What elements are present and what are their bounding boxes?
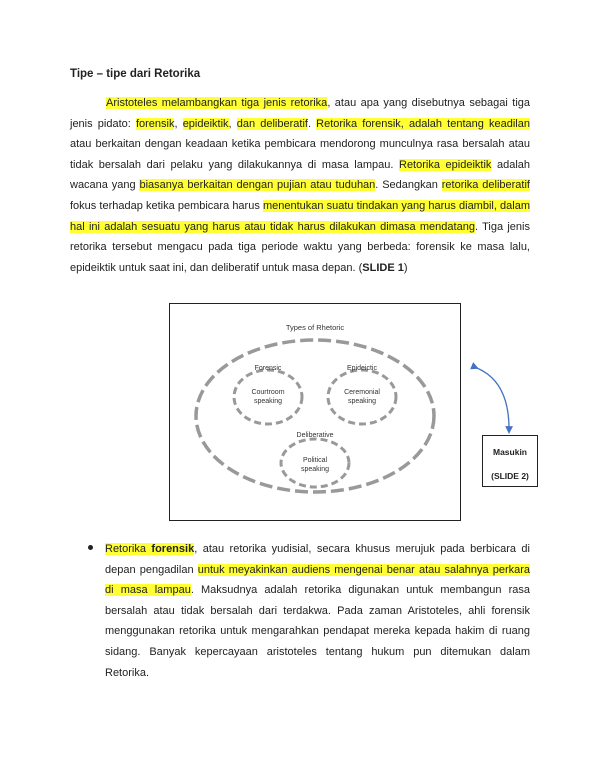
note-box: Masukin (SLIDE 2) bbox=[482, 435, 538, 487]
forensic-inner-text: Courtroom bbox=[251, 389, 284, 396]
body-text: adalah wacana yang bbox=[70, 158, 530, 192]
highlight-text: dan deliberatif bbox=[236, 117, 308, 130]
epideictic-ellipse bbox=[326, 368, 398, 426]
highlight-text: Retorika forensik, adalah tentang keadil… bbox=[316, 117, 530, 130]
highlight-text: Aristoteles melambangkan tiga jenis reto… bbox=[106, 97, 328, 109]
section-heading: Tipe – tipe dari Retorika bbox=[70, 68, 201, 80]
body-text: , bbox=[228, 117, 237, 130]
highlight-text: Retorika bbox=[105, 543, 152, 555]
body-text: . Tiga jenis retorika tersebut mengacu p… bbox=[70, 220, 530, 274]
bullet-dot-icon bbox=[88, 545, 93, 550]
note-line: Masukin bbox=[492, 447, 527, 457]
epideictic-inner-text: speaking bbox=[348, 398, 376, 405]
body-text: , atau retorika yudisial, secara khusus … bbox=[105, 543, 530, 576]
outer-ellipse bbox=[194, 338, 436, 494]
figure-title: Types of Rhetoric bbox=[286, 323, 345, 332]
deliberative-ellipse bbox=[279, 437, 351, 489]
bullet-item-forensic: Retorika forensik, atau retorika yudisia… bbox=[105, 539, 531, 683]
deliberative-inner-text: speaking bbox=[301, 466, 329, 473]
highlight-text: biasanya berkaitan dengan pujian atau tu… bbox=[139, 179, 376, 192]
body-text: . Maksudnya adalah retorika digunakan un… bbox=[105, 584, 530, 679]
body-text: ) bbox=[403, 261, 408, 274]
body-text: . bbox=[307, 117, 317, 130]
body-text: . Sedangkan bbox=[375, 179, 442, 192]
connector-arrow bbox=[470, 362, 514, 434]
highlight-text: epideiktik bbox=[182, 117, 229, 130]
forensic-label: Forensic bbox=[255, 365, 282, 372]
rhetoric-diagram: Types of Rhetoric Forensic Courtroom spe… bbox=[194, 323, 436, 494]
double-arrow-icon bbox=[470, 362, 514, 434]
body-text: atau berkaitan dengan keadaan ketika pem… bbox=[70, 138, 530, 171]
highlight-text: forensik bbox=[135, 117, 175, 130]
rhetoric-types-figure: Types of Rhetoric Forensic Courtroom spe… bbox=[169, 303, 461, 521]
intro-paragraph: Aristoteles melambangkan tiga jenis reto… bbox=[70, 93, 530, 278]
note-line: (SLIDE 2) bbox=[491, 471, 529, 481]
body-text: fokus terhadap ketika pembicara harus bbox=[70, 199, 263, 212]
slide-reference: SLIDE 1 bbox=[362, 261, 404, 274]
forensic-inner-text: speaking bbox=[254, 398, 282, 405]
forensic-ellipse bbox=[232, 368, 304, 426]
highlight-text: Retorika epideiktik bbox=[399, 158, 492, 171]
deliberative-label: Deliberative bbox=[297, 432, 334, 439]
epideictic-inner-text: Ceremonial bbox=[344, 389, 380, 396]
highlight-bold-text: forensik bbox=[151, 543, 195, 555]
deliberative-inner-text: Political bbox=[303, 457, 328, 464]
body-text: , atau apa yang disebutnya sebagai tiga … bbox=[70, 97, 531, 130]
epideictic-label: Epideictic bbox=[347, 365, 377, 372]
highlight-text: retorika deliberatif bbox=[441, 179, 530, 192]
body-text: , bbox=[174, 117, 183, 130]
